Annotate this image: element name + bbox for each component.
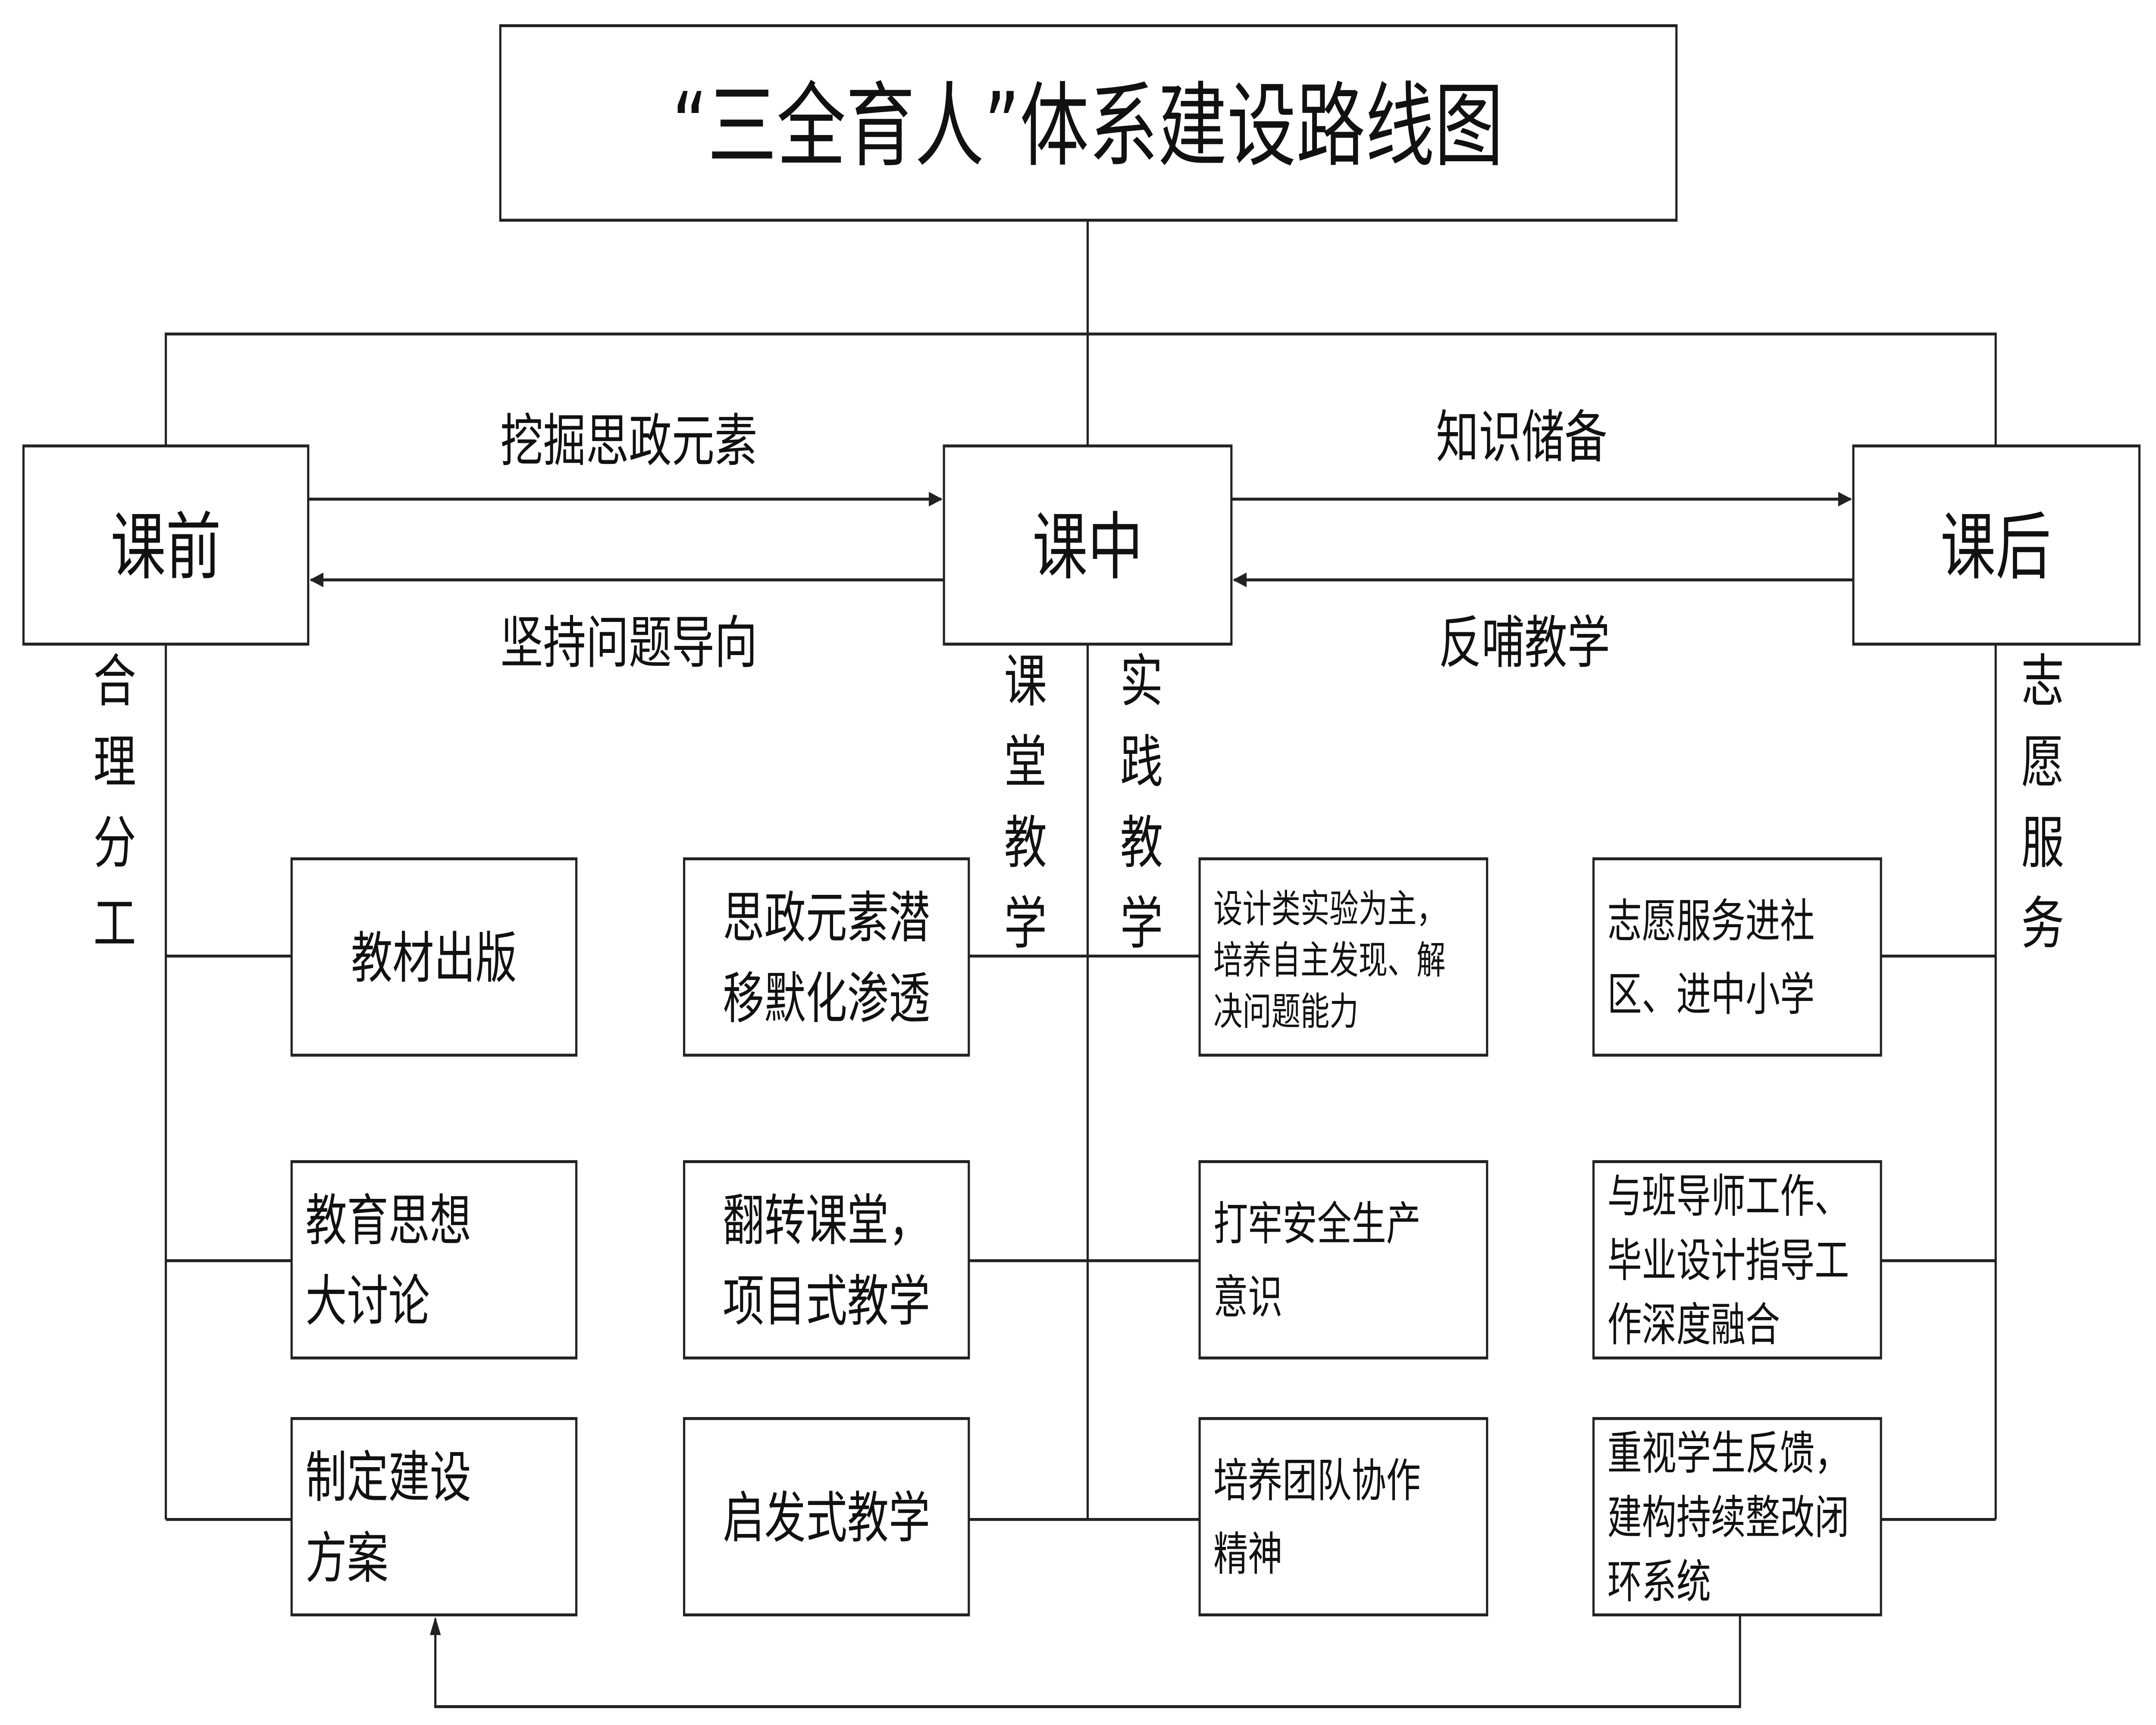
arrow-label-during-to-before: 坚持问题导向 <box>500 610 757 676</box>
box-before-1: 教材出版 <box>290 857 578 1057</box>
branch-label-volunteer: 愿 <box>2021 729 2064 796</box>
arrow-label-before-to-during: 挖掘思政元素 <box>500 408 757 474</box>
box-text-line: 区、进中小学 <box>1608 968 1815 1021</box>
box-text-line: 大讨论 <box>305 1269 429 1333</box>
box-text-line: 意识 <box>1213 1271 1282 1324</box>
box-text-line: 启发式教学 <box>723 1486 930 1550</box>
box-text-line: 教材出版 <box>351 926 517 990</box>
box-text-line: 作深度融合 <box>1608 1298 1780 1352</box>
phase-during: 课中 <box>943 444 1233 646</box>
box-text-line: 方案 <box>305 1526 388 1590</box>
box-text-line: 培养团队协作 <box>1213 1455 1421 1508</box>
branch-label-classroom: 堂 <box>1004 729 1047 796</box>
feedback-loop-arrow <box>429 1615 1741 1708</box>
box-text-line: 决问题能力 <box>1213 989 1358 1034</box>
branch-label-practice: 践 <box>1120 729 1163 796</box>
box-classroom-3: 启发式教学 <box>683 1417 970 1617</box>
branch-label-classroom: 教 <box>1004 810 1047 876</box>
arrow-label-during-to-after: 知识储备 <box>1436 405 1607 471</box>
branch-label-practice: 教 <box>1120 810 1163 876</box>
branch-label-volunteer: 志 <box>2021 649 2064 715</box>
diagram-title: “三全育人”体系建设路线图 <box>672 73 1504 179</box>
box-text-line: 翻转课堂， <box>723 1189 930 1253</box>
branch-label-left: 合 <box>93 649 136 715</box>
box-text-line: 移默化渗透 <box>723 966 930 1031</box>
phase-after: 课后 <box>1852 444 2141 646</box>
box-text-line: 打牢安全生产 <box>1213 1198 1421 1251</box>
phase-before: 课前 <box>22 444 310 646</box>
phase-after-label: 课后 <box>1940 505 2051 590</box>
branch-label-classroom: 学 <box>1004 891 1047 957</box>
branch-label-classroom: 课 <box>1004 649 1047 715</box>
branch-label-left: 分 <box>93 810 136 876</box>
box-classroom-2: 翻转课堂， 项目式教学 <box>683 1160 970 1360</box>
box-text-line: 建构持续整改闭 <box>1608 1491 1849 1544</box>
branch-label-practice: 学 <box>1120 891 1163 957</box>
box-text-line: 与班导师工作、 <box>1608 1170 1849 1223</box>
title-box <box>499 24 1678 222</box>
branch-label-left: 理 <box>93 729 136 796</box>
box-text-line: 志愿服务进社 <box>1608 895 1815 948</box>
phase-during-label: 课中 <box>1032 505 1143 590</box>
branch-label-practice: 实 <box>1120 649 1163 715</box>
branch-label-volunteer: 务 <box>2021 891 2064 957</box>
box-text-line: 环系统 <box>1608 1556 1711 1609</box>
box-text-line: 教育思想 <box>305 1189 471 1253</box>
box-text-line: 重视学生反馈， <box>1608 1427 1849 1480</box>
branch-label-left: 工 <box>93 891 136 957</box>
box-text-line: 设计类实验为主， <box>1213 887 1445 932</box>
branch-label-volunteer: 服 <box>2021 810 2064 876</box>
box-text-line: 制定建设 <box>305 1446 471 1510</box>
box-text-line: 思政元素潜 <box>723 886 930 950</box>
box-text-line: 精神 <box>1213 1528 1282 1581</box>
box-text-line: 项目式教学 <box>723 1269 930 1333</box>
connector-lines <box>165 220 1997 1708</box>
box-text-line: 培养自主发现、解 <box>1213 938 1445 983</box>
phase-before-label: 课前 <box>110 505 221 590</box>
box-text-line: 毕业设计指导工 <box>1608 1234 1849 1287</box>
arrow-label-after-to-during: 反哺教学 <box>1439 610 1610 676</box>
